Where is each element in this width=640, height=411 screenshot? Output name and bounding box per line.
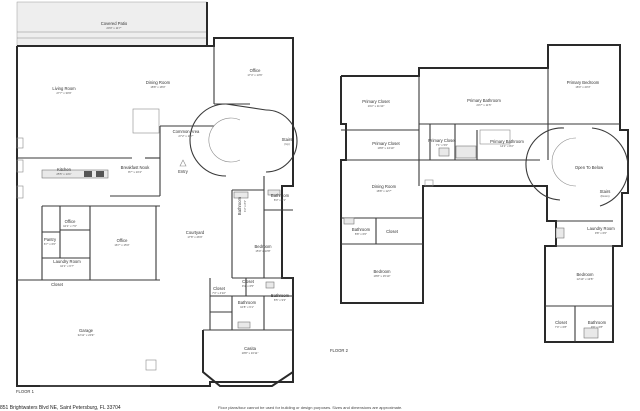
covered-patio-area <box>16 1 208 47</box>
svg-text:8'5" x 9'3": 8'5" x 9'3" <box>274 298 286 302</box>
svg-text:10'1" x 7'0": 10'1" x 7'0" <box>63 224 77 228</box>
room-breakfast-nook: Breakfast Nook <box>121 165 151 170</box>
svg-text:9'4" x 6'5": 9'4" x 6'5" <box>242 284 254 288</box>
room-kitchen: Kitchen <box>57 167 72 172</box>
room-bathroom-1b: Bathroom <box>237 196 242 215</box>
floor-2-outer-wall <box>340 44 629 343</box>
room-laundry-1: Laundry Room <box>53 259 81 264</box>
svg-text:17'8" x 26'9": 17'8" x 26'9" <box>187 235 202 239</box>
floor-2-labels: Primary Closet 16'2" x 11'10" Primary Ba… <box>330 80 615 353</box>
svg-text:15'0" x 13'8": 15'0" x 13'8" <box>255 249 270 253</box>
svg-text:18'8" x 14'10": 18'8" x 14'10" <box>378 146 395 150</box>
svg-text:16'2" x 11'10": 16'2" x 11'10" <box>368 104 385 108</box>
svg-text:8'8" x 6'0": 8'8" x 6'0" <box>355 232 367 236</box>
svg-text:9'9" x 6'8": 9'9" x 6'8" <box>591 325 603 329</box>
room-bathroom-2a: Bathroom <box>352 227 371 232</box>
room-office-mid: Office <box>117 238 129 243</box>
floor-1-label: FLOOR 1 <box>16 389 35 394</box>
room-common-area: Common Area <box>173 129 200 134</box>
svg-text:18'8" x 15'10": 18'8" x 15'10" <box>374 274 391 278</box>
room-living-room: Living Room <box>52 86 76 91</box>
svg-text:7'1" x 5'0": 7'1" x 5'0" <box>436 143 448 147</box>
room-courtyard: Courtyard <box>186 230 205 235</box>
room-dining-room: Dining Room <box>146 80 171 85</box>
address-text: 851 Brightwaters Blvd NE, Saint Petersbu… <box>0 405 121 411</box>
room-bathroom-1a: Bathroom <box>271 193 290 198</box>
svg-text:20'0" x 11'7": 20'0" x 11'7" <box>106 26 121 30</box>
svg-text:32'11" x 20'9": 32'11" x 20'9" <box>78 333 95 337</box>
room-closet-1b: Closet <box>242 279 255 284</box>
svg-text:7'3" x 4'10": 7'3" x 4'10" <box>212 291 226 295</box>
room-stairs-floor-1: Stairs <box>282 137 293 142</box>
room-garage: Garage <box>79 328 94 333</box>
room-open-to-below: Open To Below <box>575 165 604 170</box>
disclaimer-text: Floor plans/tour cannot be used for buil… <box>218 405 402 410</box>
svg-text:8'7" x 10'4": 8'7" x 10'4" <box>128 170 142 174</box>
room-bedroom-1: Bedroom <box>255 244 273 249</box>
room-bathroom-1c: Bathroom <box>271 293 290 298</box>
svg-text:6'7" x 6'0": 6'7" x 6'0" <box>44 242 56 246</box>
floor-1-labels: Covered Patio 20'0" x 11'7" Living Room … <box>16 21 292 394</box>
room-bathroom-1d: Bathroom <box>238 300 257 305</box>
kitchen-counter <box>41 169 109 179</box>
room-closet-2b: Closet <box>555 320 568 325</box>
svg-text:(Up): (Up) <box>284 142 290 146</box>
svg-text:14'1" x 8'2": 14'1" x 8'2" <box>500 144 514 148</box>
room-bedroom-2b: Bedroom <box>577 272 595 277</box>
room-dining-room-2: Dining Room <box>372 184 397 189</box>
room-stairs-floor-2: Stairs <box>600 189 611 194</box>
room-primary-bathroom-b: Primary Bathroom <box>490 139 524 144</box>
floor-1-plan <box>16 1 298 387</box>
room-office-small: Office <box>65 219 77 224</box>
svg-text:(Down): (Down) <box>600 194 609 198</box>
svg-text:6'3" x 8'3": 6'3" x 8'3" <box>243 200 247 212</box>
svg-text:27'7" x 30'9": 27'7" x 30'9" <box>56 91 71 95</box>
room-primary-closet-b: Primary Closet <box>372 141 400 146</box>
room-bathroom-2b: Bathroom <box>588 320 607 325</box>
floor-2-plan <box>340 44 629 343</box>
svg-text:16'7" x 15'0": 16'7" x 15'0" <box>114 243 129 247</box>
room-primary-bathroom-a: Primary Bathroom <box>467 98 501 103</box>
svg-text:8'3" x 5'1": 8'3" x 5'1" <box>274 198 286 202</box>
room-closet-2a: Closet <box>386 229 399 234</box>
svg-text:10'1" x 6'7": 10'1" x 6'7" <box>60 264 74 268</box>
svg-text:18'8" x 18'0": 18'8" x 18'0" <box>150 85 165 89</box>
room-primary-closet-c: Primary Closet <box>428 138 456 143</box>
room-entry: Entry <box>178 169 189 174</box>
room-primary-bedroom: Primary Bedroom <box>567 80 600 85</box>
svg-text:7'0" x 6'8": 7'0" x 6'8" <box>555 325 567 329</box>
svg-text:17'4" x 13'6": 17'4" x 13'6" <box>247 73 262 77</box>
svg-text:18'0" x 20'3": 18'0" x 20'3" <box>575 85 590 89</box>
room-office-top: Office <box>250 68 262 73</box>
svg-text:9'8" x 6'0": 9'8" x 6'0" <box>595 231 607 235</box>
svg-text:25'5" x 14'1": 25'5" x 14'1" <box>56 172 71 176</box>
floor-2-label: FLOOR 2 <box>330 348 349 353</box>
svg-text:18'8" x 16'11": 18'8" x 16'11" <box>242 351 259 355</box>
room-casita: Casita <box>244 346 257 351</box>
room-pantry: Pantry <box>44 237 57 242</box>
svg-text:27'2" x 11'7": 27'2" x 11'7" <box>178 134 193 138</box>
svg-text:10'8" x 6'1": 10'8" x 6'1" <box>240 305 254 309</box>
room-closet-1c: Closet <box>213 286 226 291</box>
room-closet-1a: Closet <box>51 282 64 287</box>
svg-text:18'8" x 12'7": 18'8" x 12'7" <box>376 189 391 193</box>
svg-text:12'10" x 13'8": 12'10" x 13'8" <box>577 277 594 281</box>
room-covered-patio: Covered Patio <box>101 21 128 26</box>
svg-text:20'7" x 11'5": 20'7" x 11'5" <box>476 103 491 107</box>
room-primary-closet-a: Primary Closet <box>362 99 390 104</box>
room-laundry-2: Laundry Room <box>587 226 615 231</box>
room-bedroom-2a: Bedroom <box>374 269 392 274</box>
